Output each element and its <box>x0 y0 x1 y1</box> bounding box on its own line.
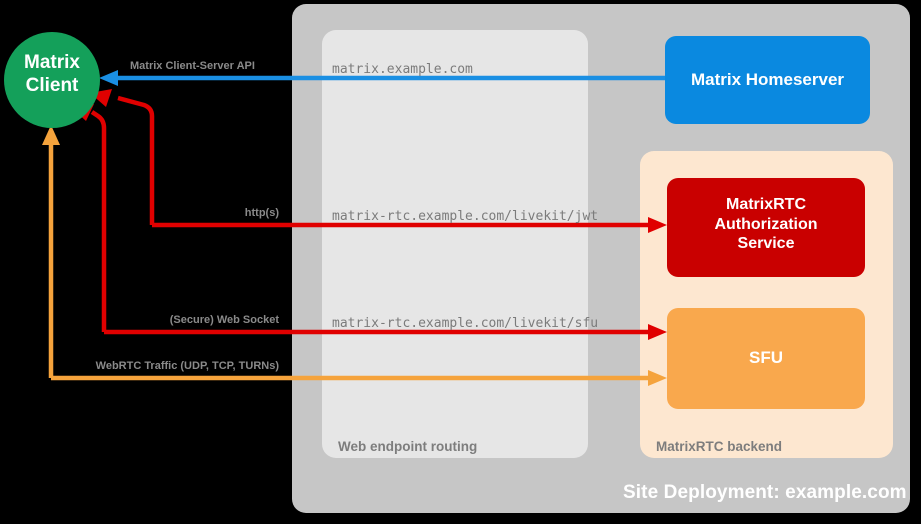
edge-webrtc-arrow <box>42 125 667 386</box>
site-deployment-caption-text: Site Deployment: example.com <box>623 482 907 503</box>
edge-cs-api-label-text: Matrix Client-Server API <box>130 60 255 72</box>
route-label-jwt-text: matrix-rtc.example.com/livekit/jwt <box>332 209 599 224</box>
node-matrix-client[interactable] <box>4 32 100 128</box>
group-matrixrtc-backend-caption: MatrixRTC backend <box>656 439 782 454</box>
route-label-jwt: matrix-rtc.example.com/livekit/jwt <box>332 209 598 224</box>
route-label-matrix: matrix.example.com <box>332 62 473 77</box>
matrix-client-label-line2: Client <box>25 74 79 96</box>
group-web-endpoint-routing-caption: Web endpoint routing <box>338 439 477 454</box>
matrixrtc-backend-caption-text: MatrixRTC backend <box>656 439 783 454</box>
edge-webrtc-label: WebRTC Traffic (UDP, TCP, TURNs) <box>40 360 279 372</box>
site-deployment-caption: Site Deployment: example.com <box>623 482 907 504</box>
group-web-endpoint-routing <box>322 30 588 458</box>
node-matrix-homeserver[interactable] <box>665 36 870 124</box>
edge-https-label-text: http(s) <box>244 207 279 219</box>
edge-websocket-label-text: (Secure) Web Socket <box>169 314 279 326</box>
edge-cs-api-arrow <box>99 70 665 86</box>
matrix-client-label-line1: Matrix <box>24 52 80 73</box>
route-label-matrix-text: matrix.example.com <box>332 62 473 77</box>
node-matrix-client-label: Matrix Client <box>4 52 100 98</box>
web-endpoint-routing-caption-text: Web endpoint routing <box>338 439 478 454</box>
edge-https-arrow <box>90 89 667 233</box>
node-sfu[interactable] <box>667 308 865 409</box>
edge-websocket-label: (Secure) Web Socket <box>110 314 279 326</box>
edge-webrtc-label-text: WebRTC Traffic (UDP, TCP, TURNs) <box>95 360 279 372</box>
route-label-sfu-text: matrix-rtc.example.com/livekit/sfu <box>332 316 599 331</box>
route-label-sfu: matrix-rtc.example.com/livekit/sfu <box>332 316 598 331</box>
node-matrixrtc-auth-service[interactable] <box>667 178 865 277</box>
edge-https-label: http(s) <box>160 207 279 219</box>
edge-cs-api-label: Matrix Client-Server API <box>130 60 280 72</box>
